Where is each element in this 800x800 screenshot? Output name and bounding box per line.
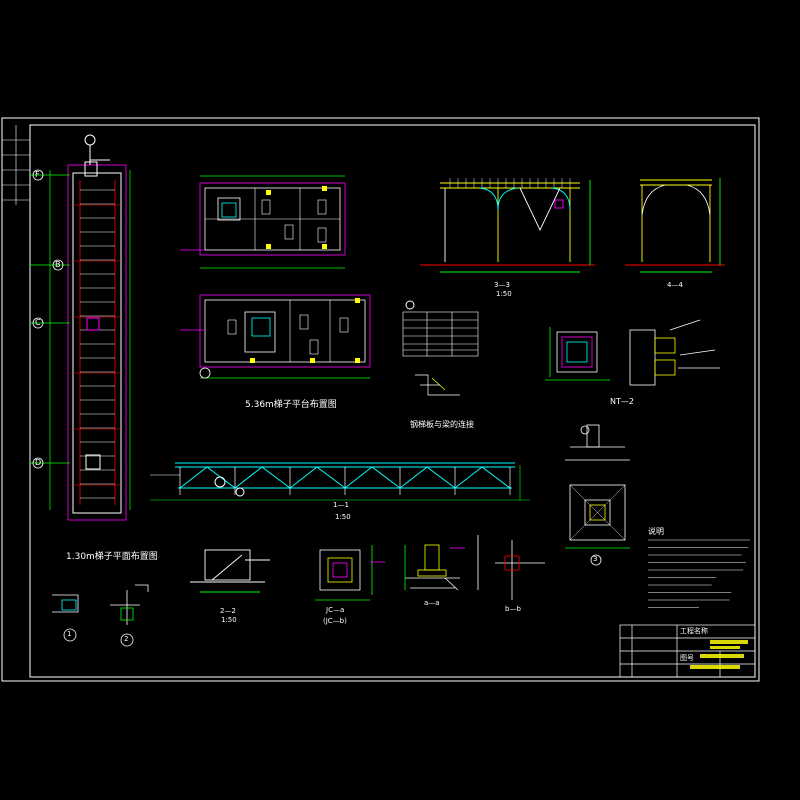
section-22-drawing	[190, 549, 270, 593]
table-caption: 钢梯板与梁的连接	[410, 420, 474, 429]
truss-diagonal	[344, 466, 373, 489]
truss-diagonal	[261, 466, 291, 489]
truss-diagonal	[399, 466, 428, 489]
title-block-fills	[690, 640, 748, 669]
axis-label-d: D	[35, 458, 42, 467]
truss-diagonal	[454, 466, 483, 489]
column-base-plan	[565, 484, 630, 566]
table-bubble	[405, 300, 415, 310]
section-33-label: 3—3	[494, 281, 510, 289]
title-block-drawing-no-label: 图号	[680, 654, 694, 662]
truss-diagonal	[371, 466, 401, 489]
jc-a-label: JC—a	[326, 606, 345, 614]
revision-strip	[2, 125, 30, 205]
section-33-scale: 1:50	[496, 290, 512, 298]
member-table	[402, 311, 479, 357]
notes-heading: 说明	[648, 527, 664, 536]
section-33-drawing	[420, 178, 595, 273]
truss-diagonal	[289, 466, 318, 489]
section-aa-drawing	[404, 535, 479, 591]
section-bb-label: b—b	[505, 605, 521, 613]
section-22-scale: 1:50	[221, 616, 237, 624]
section-aa-label: a—a	[424, 599, 440, 607]
plan-536m-upper-drawing	[180, 175, 346, 269]
stair-connection-detail	[415, 374, 460, 396]
truss-scale-label: 1:50	[335, 513, 351, 521]
nt-2-label: NT—2	[610, 397, 634, 406]
plan-13m-drawing	[30, 134, 131, 521]
title-block-project-label: 工程名称	[680, 627, 708, 635]
detail-number-1: 1	[67, 630, 72, 638]
axis-label-f: F	[35, 170, 40, 179]
truss-diagonal	[179, 466, 208, 489]
detail-number-2: 2	[124, 635, 129, 643]
truss-diagonal	[481, 466, 511, 489]
detail-2-drawing	[110, 584, 149, 647]
truss-diagonal	[234, 466, 263, 489]
sheet-outer-border	[1, 117, 760, 682]
section-22-label: 2—2	[220, 607, 236, 615]
plan-536m-title: 5.36m梯子平台布置图	[245, 400, 337, 410]
notes-lines	[648, 539, 750, 608]
section-44-drawing	[625, 178, 725, 273]
axis-bubbles-13m	[32, 169, 64, 469]
detail-1-drawing	[52, 594, 79, 642]
section-44-label: 4—4	[667, 281, 683, 289]
sheet-inner-border	[29, 124, 756, 678]
plan-13m-title: 1.30m梯子平面布置图	[66, 552, 158, 562]
truss-section-label: 1—1	[333, 501, 349, 509]
truss-diagonal	[426, 466, 456, 489]
section-bb-drawing	[495, 540, 545, 600]
axis-label-b: B	[55, 260, 61, 269]
base-plate-detail	[545, 327, 610, 381]
jc-a-detail	[315, 545, 385, 601]
truss-elevation-drawing	[150, 462, 530, 501]
jc-b-label: (JC—b)	[323, 617, 347, 625]
column-base-elevation	[565, 424, 630, 461]
plan-536m-lower-drawing	[180, 294, 371, 379]
beam-connection-detail	[629, 319, 720, 386]
detail-number-3: 3	[593, 555, 598, 563]
truss-diagonal	[316, 466, 346, 489]
axis-label-c: C	[35, 318, 41, 327]
